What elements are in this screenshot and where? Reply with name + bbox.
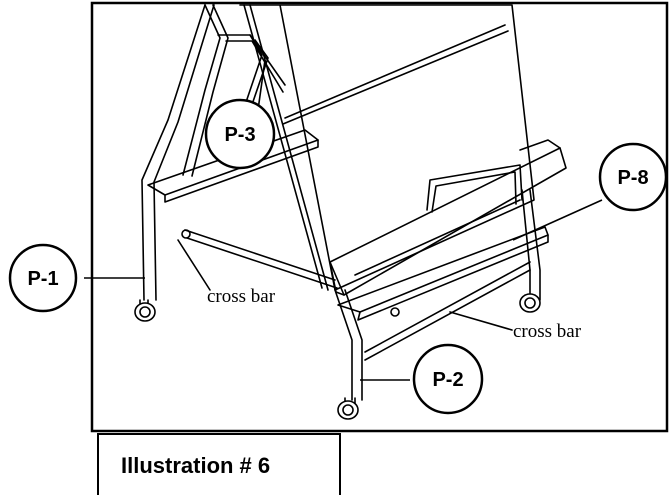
leader-cross-bar-left <box>177 239 211 291</box>
easel-drawing <box>134 4 567 420</box>
caption-box: Illustration # 6 <box>97 433 341 495</box>
left-front-leg-inner <box>153 4 215 301</box>
caster-left <box>134 299 156 322</box>
leader-cross-bar-right <box>449 311 513 331</box>
caster-right-front <box>337 397 359 420</box>
caster-right-rear <box>519 293 541 313</box>
right-cross-bar <box>364 261 531 353</box>
callout-p1: P-1 <box>8 243 78 313</box>
left-front-leg <box>141 4 206 301</box>
callout-p8: P-8 <box>598 142 668 212</box>
callout-p3-text: P-3 <box>224 124 255 146</box>
left-cross-bar <box>184 229 336 281</box>
callout-p1-text: P-1 <box>27 268 58 290</box>
leader-p3 <box>257 59 266 111</box>
illustration-caption: Illustration # 6 <box>121 453 271 478</box>
board-rail <box>284 24 506 119</box>
illustration-frame <box>90 1 669 433</box>
cross-bar-label-left: cross bar <box>207 286 276 307</box>
tray-ledge <box>426 164 523 211</box>
left-rear-rail <box>182 4 221 176</box>
callout-p2-text: P-2 <box>432 369 463 391</box>
display-board <box>239 4 535 291</box>
cross-bar-label-right: cross bar <box>513 321 582 342</box>
callout-p2: P-2 <box>412 343 484 415</box>
callout-p8-text: P-8 <box>617 167 648 189</box>
front-tray <box>329 147 567 296</box>
leader-p8 <box>512 199 603 241</box>
callout-p3: P-3 <box>204 98 276 170</box>
